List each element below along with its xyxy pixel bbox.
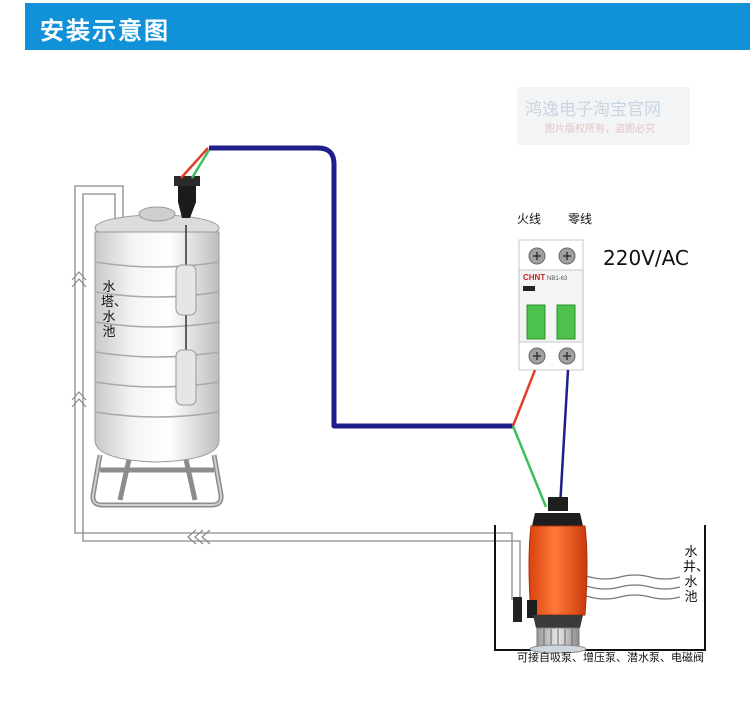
flow-arrows [71, 271, 211, 545]
watermark-text: 鸿逸电子淘宝官网 [525, 100, 661, 120]
float-wires [180, 147, 211, 179]
watermark-box [517, 87, 690, 145]
page-title: 安装示意图 [40, 17, 170, 45]
pump-compatibility-note: 可接自吸泵、增压泵、潜水泵、电磁阀 [517, 651, 704, 664]
neutral-wire-label: 零线 [568, 212, 593, 226]
water-pipe [74, 185, 521, 600]
circuit-breaker [518, 239, 584, 371]
well [494, 525, 706, 651]
header-bar [25, 3, 750, 50]
well-label: 水井、水池 [683, 545, 710, 605]
breaker-model: NB1-63 [547, 276, 568, 282]
control-cable [209, 145, 513, 429]
watermark-subtext: 图片版权所有，盗图必究 [545, 124, 655, 135]
header: 安装示意图 [0, 0, 750, 50]
tank-label: 水塔、水池 [101, 280, 128, 340]
submersible-pump [527, 497, 588, 654]
voltage-label: 220V/AC [603, 246, 689, 270]
breaker-brand: CHNT [523, 273, 545, 282]
pump-wires [511, 369, 570, 508]
float-switch [174, 176, 200, 406]
live-wire-label: 火线 [517, 212, 542, 226]
